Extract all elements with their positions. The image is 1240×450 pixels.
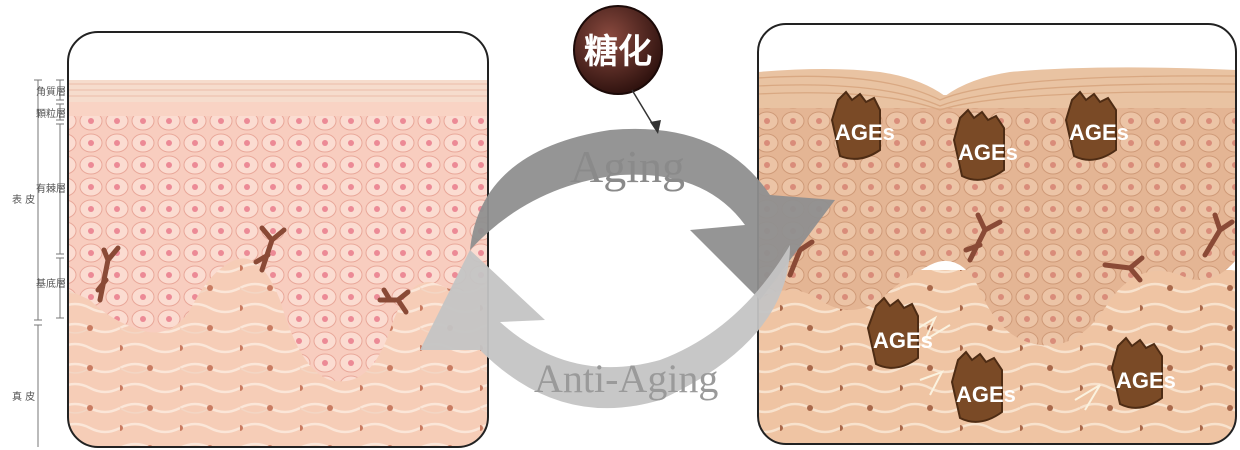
label-stratum-granulosum: 顆粒層 <box>36 107 66 120</box>
ages-label: AGEs <box>873 328 933 353</box>
badge-label: 糖化 <box>584 32 652 72</box>
ages-label: AGEs <box>956 382 1016 407</box>
stratum-corneum-band <box>68 80 488 102</box>
ages-label: AGEs <box>835 120 895 145</box>
label-stratum-basale: 基底層 <box>36 277 66 290</box>
ages-label: AGEs <box>1069 120 1129 145</box>
aging-label: Aging <box>570 141 685 192</box>
label-dermis: 真 皮 <box>12 390 35 403</box>
glycation-badge: 糖化 <box>574 6 662 134</box>
label-stratum-corneum: 角質層 <box>36 85 66 98</box>
label-epidermis: 表 皮 <box>12 193 35 206</box>
label-stratum-spinosum: 有棘層 <box>36 182 66 195</box>
anti-aging-label: Anti-Aging <box>534 356 718 401</box>
ages-label: AGEs <box>1116 368 1176 393</box>
ages-label: AGEs <box>958 140 1018 165</box>
layer-labels <box>34 80 64 447</box>
healthy-skin-panel <box>68 32 488 450</box>
